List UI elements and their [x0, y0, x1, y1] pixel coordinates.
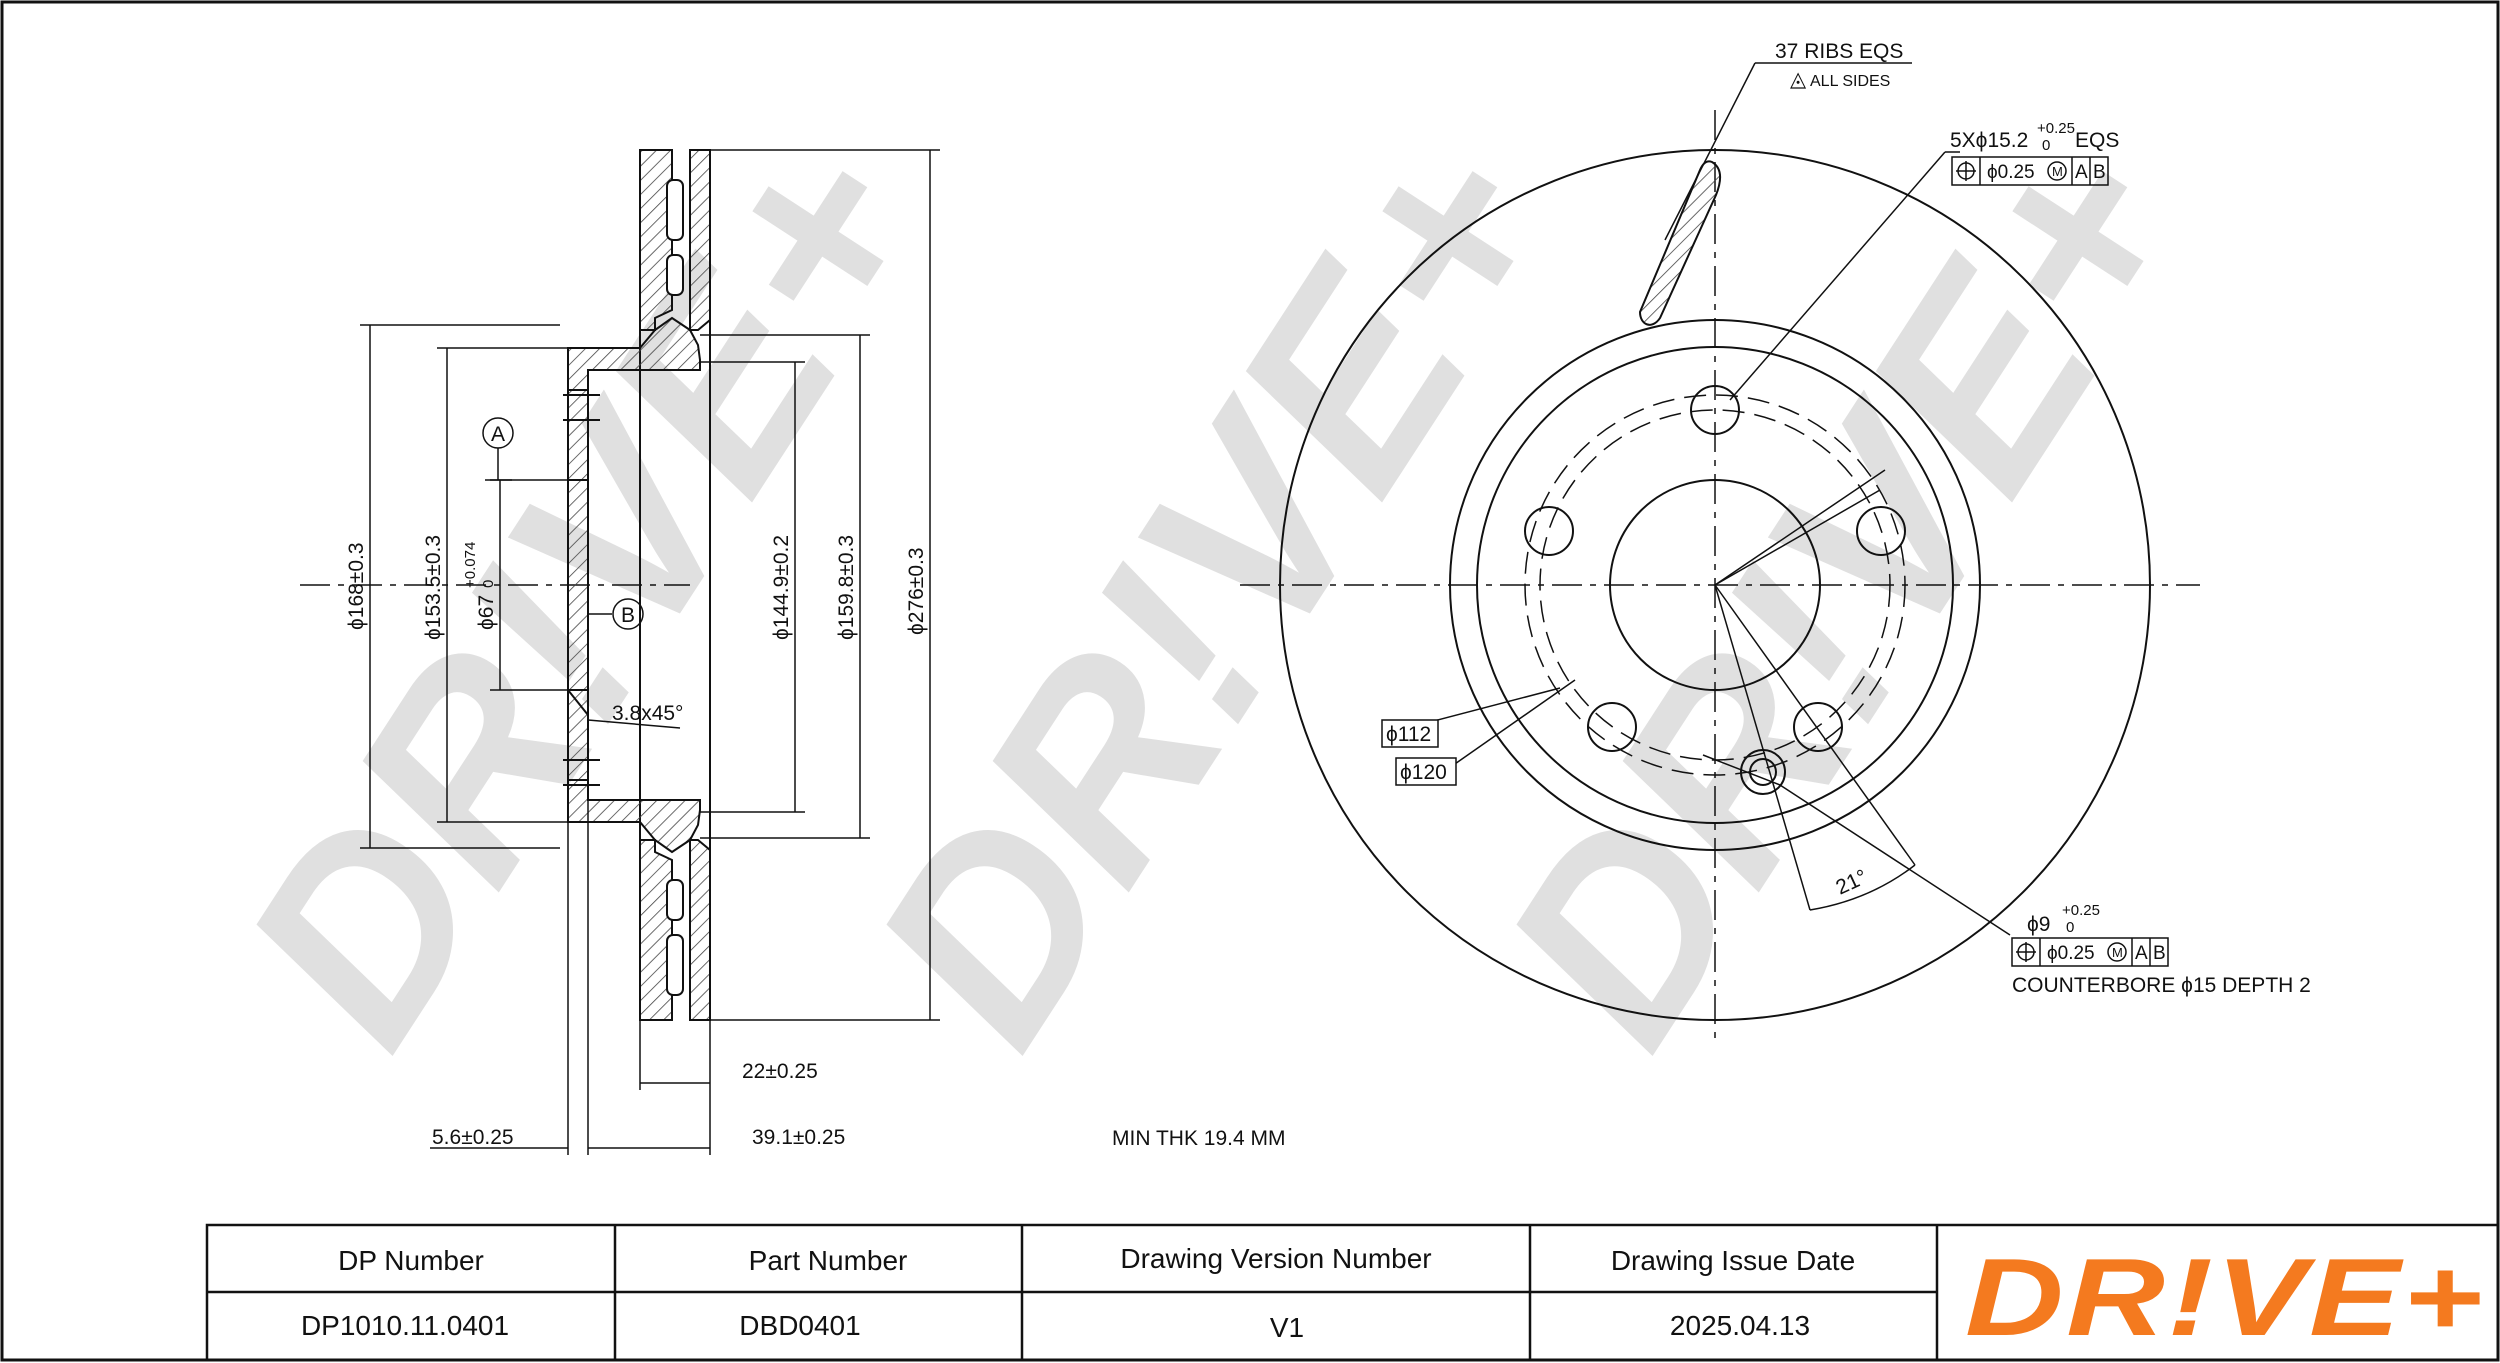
hole9-tol-lower: 0 [2066, 919, 2074, 936]
holes-tol-upper: +0.25 [2037, 120, 2075, 137]
fcf2-m: M [2112, 945, 2123, 960]
ribs-all-sides: ALL SIDES [1810, 73, 1890, 90]
vent-slot-4 [666, 934, 684, 996]
dim-t56: 5.6±0.25 [432, 1126, 514, 1149]
datum-b-circle [612, 598, 644, 630]
disc-outer-cheek-bottom [639, 839, 673, 1021]
title-block-text: DP Number Part Number Drawing Version Nu… [301, 1243, 1855, 1343]
value-issue-date: 2025.04.13 [1670, 1310, 1810, 1341]
value-dp-number: DP1010.11.0401 [301, 1310, 509, 1341]
vent-slot-3 [666, 879, 684, 921]
locating-hole-inner [1749, 758, 1777, 786]
bolt-hole-1 [1690, 385, 1740, 435]
header-version: Drawing Version Number [1120, 1243, 1431, 1274]
bolt-hole-2 [1856, 506, 1906, 556]
counterbore-note: COUNTERBORE ϕ15 DEPTH 2 [2012, 974, 2311, 997]
pcd-120 [1524, 394, 1906, 776]
bolt-hole-5 [1524, 506, 1574, 556]
vent-slot-2 [666, 254, 684, 296]
dim-chamfer: 3.8x45° [612, 702, 683, 725]
chamfer-line [567, 689, 589, 716]
dim-d67-tol-lower: 0 [480, 580, 497, 588]
dim-t391: 39.1±0.25 [752, 1126, 845, 1149]
face-dimension-text: 37 RIBS EQS ALL SIDES ◬ 5Xϕ15.2 +0.25 0 … [1381, 40, 2311, 997]
fcf2-tolerance: ϕ0.25 [2047, 943, 2095, 964]
holes-label: 5Xϕ15.2 [1950, 129, 2028, 152]
pcd120-label: ϕ120 [1400, 761, 1447, 784]
dim-d276: ϕ276±0.3 [905, 547, 928, 635]
fcf1-b: B [2093, 162, 2106, 183]
holes-eqs: EQS [2075, 129, 2119, 152]
friction-inner-edge [1449, 319, 1981, 851]
fcf1-tolerance: ϕ0.25 [1987, 162, 2035, 183]
fcf2-a: A [2135, 943, 2148, 964]
datum-a-label: A [491, 423, 505, 446]
dim-d144: ϕ144.9±0.2 [770, 535, 793, 640]
bolt-hole-4 [1587, 702, 1637, 752]
dim-d67: ϕ67 [475, 595, 498, 630]
feature-control-frame-1 [1951, 156, 2109, 186]
fcf2-b: B [2153, 943, 2166, 964]
pcd120-box [1395, 757, 1457, 786]
ribs-label: 37 RIBS EQS [1775, 40, 1903, 63]
value-part-number: DBD0401 [739, 1310, 860, 1341]
header-part-number: Part Number [749, 1245, 908, 1276]
disc-outer-cheek-top [639, 149, 673, 331]
header-dp-number: DP Number [338, 1245, 484, 1276]
datum-b-label: B [621, 604, 635, 627]
dim-d153: ϕ153.5±0.3 [422, 535, 445, 640]
datum-a-circle [482, 417, 514, 449]
watermark-layer: DR!VE+ DR!VE+ DR!VE+ [186, 91, 2242, 1092]
holes-tol-lower: 0 [2042, 137, 2050, 154]
header-issue-date: Drawing Issue Date [1611, 1245, 1855, 1276]
disc-inner-cheek-top [689, 149, 711, 331]
pcd112-label: ϕ112 [1386, 723, 1431, 746]
dim-width-22: 22±0.25 [742, 1060, 818, 1083]
section-dimension-text: ϕ168±0.3 ϕ153.5±0.3 ϕ67 +0.074 0 ϕ144.9±… [345, 417, 928, 1149]
dim-d159: ϕ159.8±0.3 [835, 535, 858, 640]
fcf1-m: M [2052, 164, 2063, 179]
vent-slot-1 [666, 179, 684, 241]
dim-d168: ϕ168±0.3 [345, 542, 368, 630]
hole9-tol-upper: +0.25 [2062, 902, 2100, 919]
face-leaders [1387, 62, 2011, 936]
rib-slot [1638, 160, 1722, 326]
section-view [300, 149, 711, 1021]
disc-inner-cheek-bottom [689, 839, 711, 1021]
hat-outer-edge [1476, 346, 1954, 824]
disc-outer-edge [1279, 149, 2151, 1021]
fcf1-a: A [2075, 162, 2088, 183]
hole9-label: ϕ9 [2027, 913, 2050, 936]
value-version: V1 [1270, 1312, 1304, 1343]
title-block [205, 1223, 2500, 1362]
dim-d67-tol-upper: +0.074 [462, 542, 479, 588]
section-dimension-lines [360, 149, 940, 1155]
bolt-hole-3 [1793, 702, 1843, 752]
center-bore [1609, 479, 1821, 691]
feature-control-frame-2 [2011, 937, 2169, 967]
min-thickness-note: MIN THK 19.4 MM [1112, 1127, 1285, 1150]
ribs-symbol: ◬ [1790, 68, 1807, 91]
drive-logo: DR!VE+ [1965, 1236, 2485, 1359]
hub-mounting-face [567, 389, 589, 781]
pcd112-box [1381, 719, 1439, 748]
